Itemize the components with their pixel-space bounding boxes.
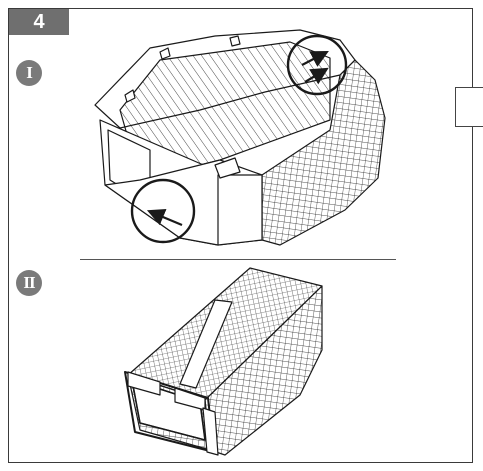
highlight-circle-icon bbox=[286, 34, 348, 96]
arrow-icon bbox=[301, 50, 329, 67]
step-number-badge: 4 bbox=[9, 9, 69, 35]
section-divider bbox=[80, 259, 396, 260]
highlight-circle-icon bbox=[130, 178, 196, 244]
catcher-frame-illustration bbox=[94, 29, 386, 246]
arrow-icon bbox=[304, 67, 329, 85]
next-page-tab bbox=[455, 87, 483, 127]
substep-badge-ii: II bbox=[16, 270, 42, 296]
substep-badge-i: I bbox=[16, 60, 42, 86]
arrow-icon bbox=[146, 208, 183, 227]
catcher-bag-illustration bbox=[124, 267, 323, 456]
